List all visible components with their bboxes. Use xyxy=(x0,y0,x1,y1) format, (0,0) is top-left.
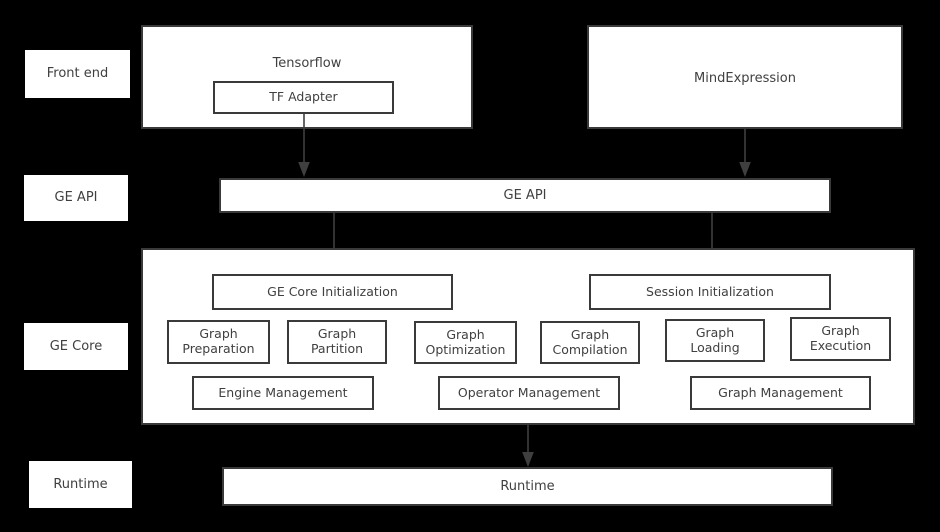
layer-label-front-end: Front end xyxy=(25,50,130,98)
graph-partition-box: Graph Partition xyxy=(287,320,387,364)
graph-optimization-label: Graph Optimization xyxy=(425,326,506,357)
graph-compilation-label: Graph Compilation xyxy=(552,326,628,357)
layer-label-ge-api: GE API xyxy=(24,175,128,221)
graph-optimization-box: Graph Optimization xyxy=(414,321,517,364)
ge-core-initialization-box: GE Core Initialization xyxy=(212,274,453,310)
tensorflow-title: Tensorflow xyxy=(272,56,342,71)
mindexpression-group: MindExpression xyxy=(587,25,903,129)
ge-core-initialization-label: GE Core Initialization xyxy=(267,283,398,299)
arrow-tf-adapter-to-ge-api xyxy=(295,113,313,179)
engine-management-box: Engine Management xyxy=(192,376,374,410)
arrow-ge-core-to-runtime xyxy=(519,425,537,469)
graph-loading-box: Graph Loading xyxy=(665,319,765,362)
graph-execution-box: Graph Execution xyxy=(790,317,891,361)
layer-label-runtime-text: Runtime xyxy=(53,476,108,492)
layer-label-runtime: Runtime xyxy=(29,461,132,508)
ge-api-bar: GE API xyxy=(219,178,831,213)
mindexpression-title: MindExpression xyxy=(694,71,796,86)
graph-compilation-box: Graph Compilation xyxy=(540,321,640,364)
graph-preparation-label: Graph Preparation xyxy=(182,326,255,356)
runtime-bar-label: Runtime xyxy=(500,478,555,494)
session-initialization-label: Session Initialization xyxy=(646,283,774,299)
ge-api-bar-label: GE API xyxy=(503,187,547,203)
operator-management-label: Operator Management xyxy=(457,384,601,400)
graph-management-box: Graph Management xyxy=(690,376,871,410)
tf-adapter-label: TF Adapter xyxy=(269,89,338,105)
runtime-bar: Runtime xyxy=(222,467,833,506)
engine-management-label: Engine Management xyxy=(218,384,348,400)
tf-adapter-box: TF Adapter xyxy=(213,81,394,114)
layer-label-ge-api-text: GE API xyxy=(54,190,98,206)
session-initialization-box: Session Initialization xyxy=(589,274,831,310)
graph-execution-label: Graph Execution xyxy=(809,323,872,353)
graph-preparation-box: Graph Preparation xyxy=(167,320,270,364)
arrow-mindexpression-to-ge-api xyxy=(736,129,754,179)
operator-management-box: Operator Management xyxy=(438,376,620,410)
graph-loading-label: Graph Loading xyxy=(690,324,740,355)
layer-label-ge-core-text: GE Core xyxy=(49,338,103,354)
layer-label-ge-core: GE Core xyxy=(24,323,128,370)
graph-partition-label: Graph Partition xyxy=(310,326,364,356)
layer-label-front-end-text: Front end xyxy=(46,66,109,82)
graph-management-label: Graph Management xyxy=(718,384,843,400)
